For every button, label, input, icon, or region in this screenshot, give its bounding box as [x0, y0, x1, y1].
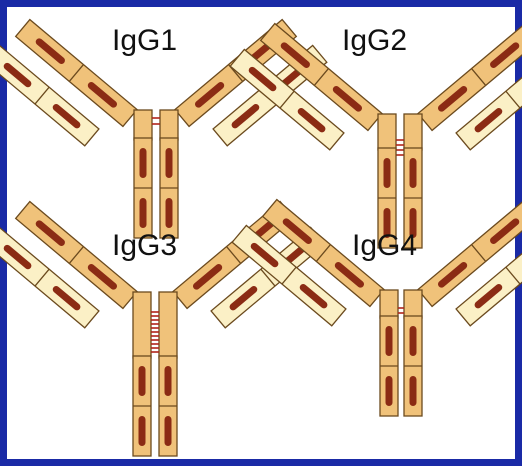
igg3-hinge-disulfides	[151, 312, 159, 352]
label-igg4: IgG4	[352, 229, 417, 262]
label-igg2: IgG2	[342, 24, 407, 57]
igg2-hinge-disulfides	[396, 140, 404, 155]
label-igg3: IgG3	[112, 229, 177, 262]
label-igg1: IgG1	[112, 24, 177, 57]
igg4-hinge-disulfides	[398, 308, 404, 313]
igg1-hinge-disulfides	[152, 118, 160, 124]
antibody-igg3: IgG3	[0, 202, 325, 456]
